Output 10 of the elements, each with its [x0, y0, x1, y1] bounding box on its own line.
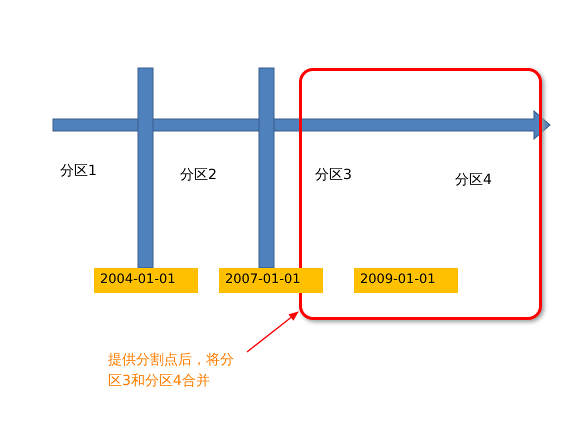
partition-label: 分区2: [180, 166, 217, 184]
annotation-text: 提供分割点后，将分区3和分区4合并: [108, 350, 238, 392]
partition-label: 分区3: [315, 166, 352, 184]
date-label: 2004-01-01: [94, 268, 198, 293]
partition-label: 分区4: [455, 171, 492, 189]
merge-frame: [299, 68, 542, 320]
date-label: 2007-01-01: [219, 268, 323, 293]
partition-label: 分区1: [60, 162, 97, 180]
date-label: 2009-01-01: [354, 268, 458, 293]
leader-arrow: [246, 311, 299, 353]
